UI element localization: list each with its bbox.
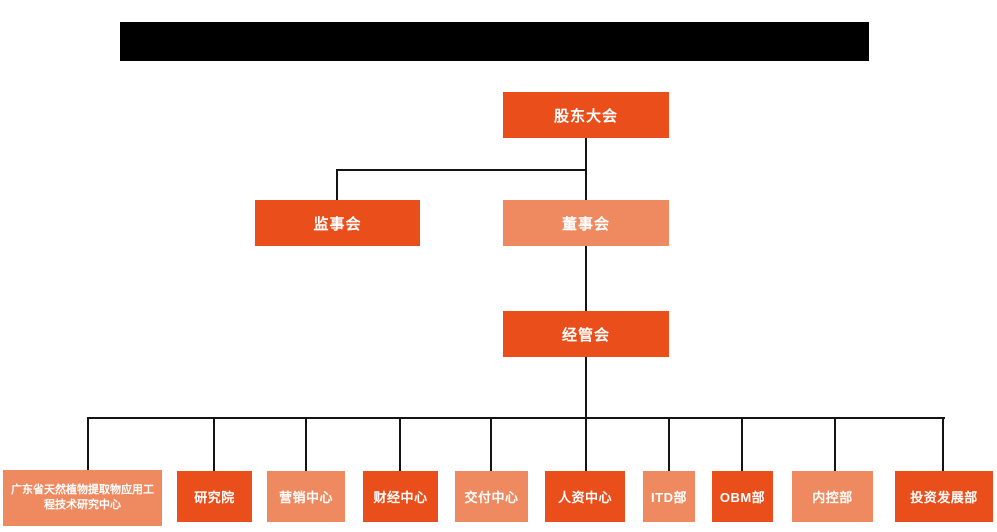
connector-branch-horizontal [336,169,587,171]
node-dept-research-center: 广东省天然植物提取物应用工程技术研究中心 [3,470,162,526]
connector-drop-1 [87,417,89,470]
connector-drop-4 [399,417,401,471]
connector-depts-horizontal [87,417,945,419]
node-board-of-directors: 董事会 [503,200,669,246]
node-dept-finance-center: 财经中心 [363,471,438,522]
node-dept-itd: ITD部 [643,471,695,522]
node-dept-delivery-center: 交付中心 [455,471,528,522]
node-dept-hr-center: 人资中心 [545,471,625,522]
node-dept-internal-control: 内控部 [792,471,873,522]
connector-board-to-management [585,246,587,311]
connector-drop-10 [942,417,944,471]
connector-drop-2 [213,417,215,471]
node-shareholders-meeting: 股东大会 [503,92,669,138]
node-management-committee: 经管会 [503,311,669,357]
node-supervisory-board: 监事会 [255,200,420,246]
connector-drop-9 [834,417,836,471]
node-dept-marketing-center: 营销中心 [267,471,345,522]
node-dept-obm: OBM部 [712,471,773,522]
connector-drop-7 [668,417,670,471]
connector-to-supervisory [336,169,338,200]
connector-drop-5 [490,417,492,471]
connector-management-to-depts [585,357,587,471]
node-dept-investment-development: 投资发展部 [895,471,993,522]
connector-drop-8 [741,417,743,471]
connector-drop-3 [305,417,307,471]
redacted-title-bar [120,22,869,61]
node-dept-research-institute: 研究院 [177,471,252,522]
